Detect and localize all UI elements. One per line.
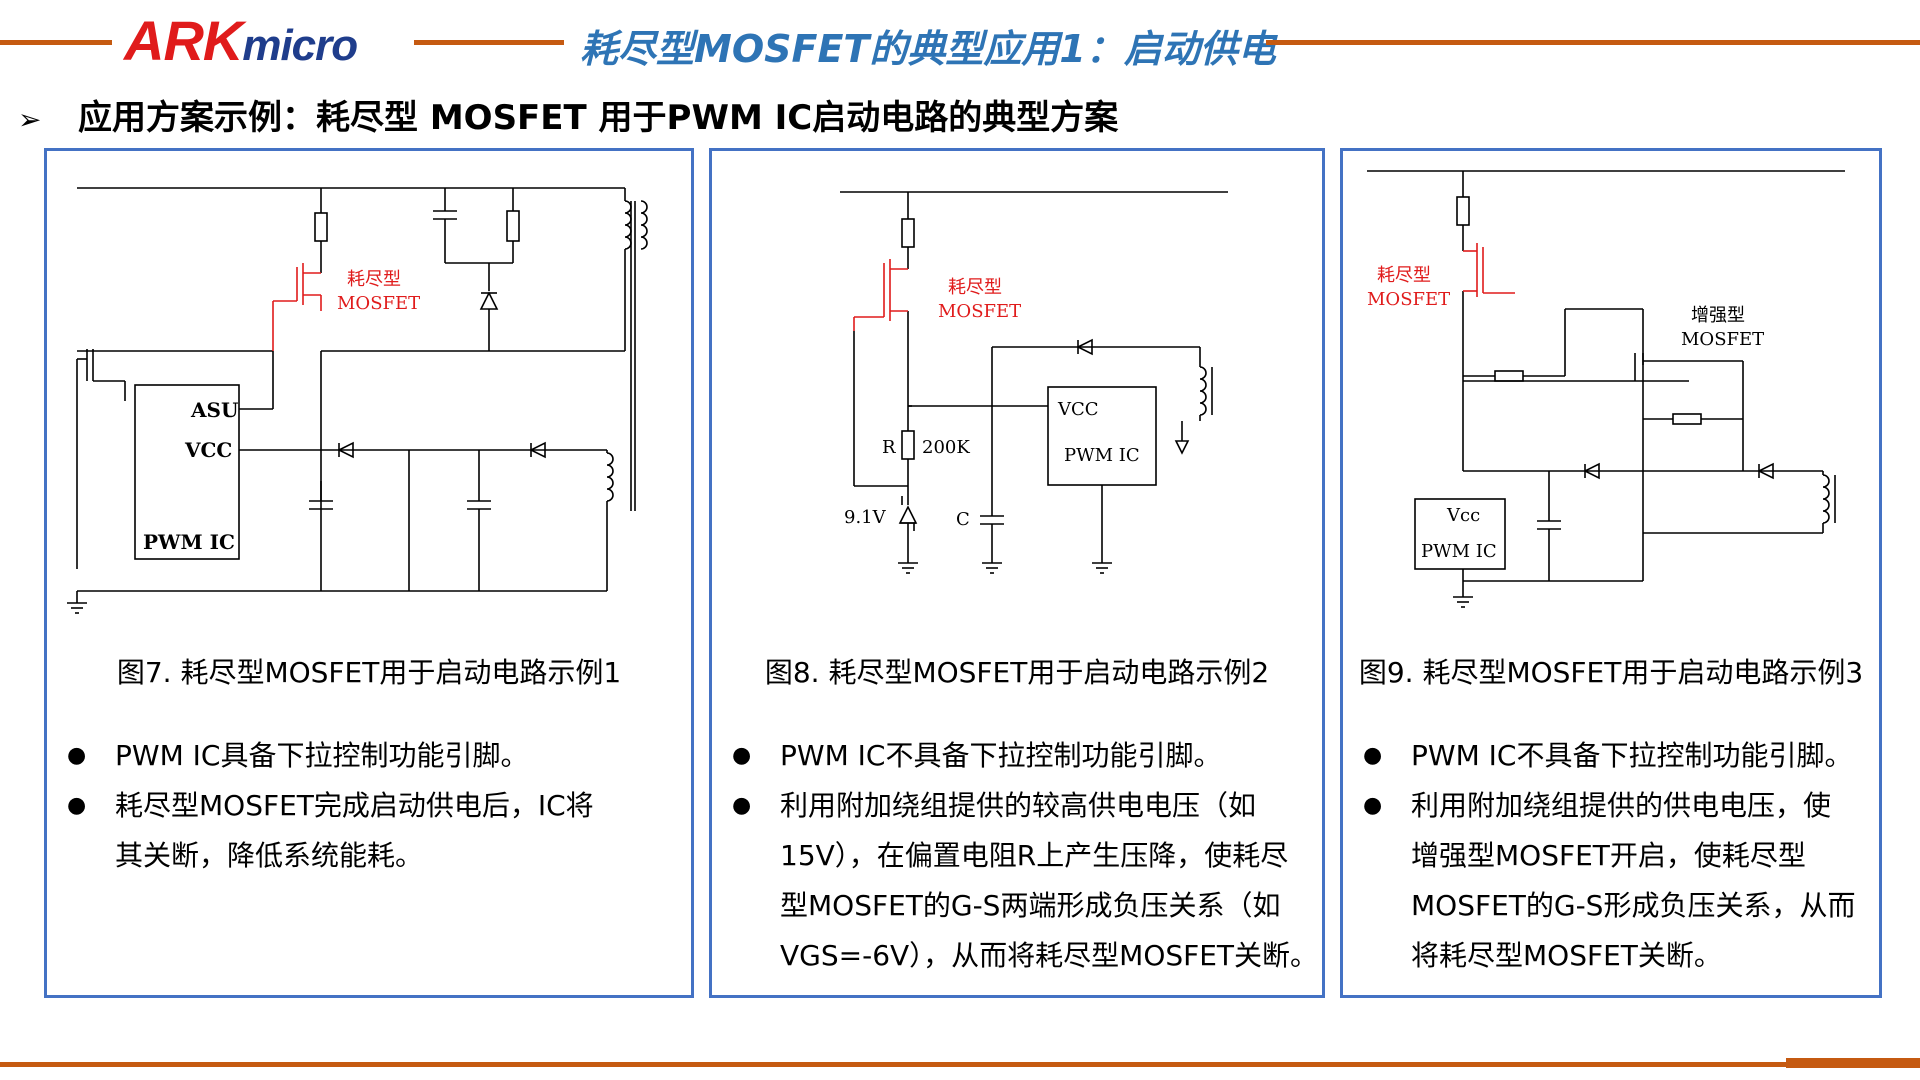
panel-example-3: 耗尽型 MOSFET 增强型 MOSFET Vcc PWM IC 图9. 耗尽型… (1340, 148, 1882, 998)
zener-voltage-label: 9.1V (844, 507, 887, 528)
resistor-r-label: R (882, 437, 896, 458)
enhancement-mosfet-label-b: MOSFET (1681, 329, 1764, 350)
bullet-list-2: ●PWM IC不具备下拉控制功能引脚。 ●利用附加绕组提供的较高供电电压（如 1… (732, 731, 1318, 981)
resistor-value-label: 200K (922, 437, 970, 458)
figure-caption-2: 图8. 耗尽型MOSFET用于启动电路示例2 (764, 656, 1270, 689)
section-heading: ➢ 应用方案示例：耗尽型 MOSFET 用于PWM IC启动电路的典型方案 (18, 90, 1118, 139)
pwm-ic-label-1: PWM IC (143, 530, 235, 554)
list-item: ●利用附加绕组提供的供电电压，使 增强型MOSFET开启，使耗尽型 MOSFET… (1363, 789, 1856, 972)
asu-label: ASU (190, 398, 238, 422)
capacitor-c-label: C (956, 509, 970, 530)
header-line-mid (414, 40, 564, 45)
panel-example-1: 耗尽型 MOSFET ASU VCC PWM IC 图7. 耗尽型MOSFET用… (44, 148, 694, 998)
circuit-diagram-2: 耗尽型 MOSFET R 200K 9.1V C VCC PWM IC (840, 191, 1228, 574)
section-heading-text: 应用方案示例：耗尽型 MOSFET 用于PWM IC启动电路的典型方案 (78, 98, 1119, 138)
pwm-ic-label-2: PWM IC (1064, 445, 1140, 466)
vcc-label-3: Vcc (1446, 505, 1480, 526)
mosfet-label-2a: 耗尽型 (948, 277, 1002, 298)
list-item: ●PWM IC不具备下拉控制功能引脚。 (1363, 739, 1853, 772)
header-line-left (0, 40, 112, 45)
circuit-diagram-1: 耗尽型 MOSFET ASU VCC PWM IC (67, 187, 648, 614)
mosfet-label-3b: MOSFET (1367, 289, 1450, 310)
vcc-label-1: VCC (184, 438, 232, 462)
pwm-ic-label-3: PWM IC (1421, 541, 1497, 562)
bullet-list-3: ●PWM IC不具备下拉控制功能引脚。 ●利用附加绕组提供的供电电压，使 增强型… (1363, 731, 1855, 981)
figure-caption-3: 图9. 耗尽型MOSFET用于启动电路示例3 (1358, 656, 1864, 689)
list-item: ●利用附加绕组提供的较高供电电压（如 15V），在偏置电阻R上产生压降，使耗尽 … (732, 789, 1319, 972)
panel-example-2: 耗尽型 MOSFET R 200K 9.1V C VCC PWM IC 图8. … (709, 148, 1325, 998)
vcc-label-2: VCC (1057, 399, 1099, 420)
ark-micro-logo: ARKmicro (124, 9, 358, 72)
list-item: ●PWM IC不具备下拉控制功能引脚。 (732, 739, 1222, 772)
mosfet-label-1a: 耗尽型 (347, 269, 401, 290)
circuit-diagram-3: 耗尽型 MOSFET 增强型 MOSFET Vcc PWM IC (1367, 170, 1845, 608)
enhancement-mosfet-label-a: 增强型 (1691, 305, 1745, 326)
list-item: ●耗尽型MOSFET完成启动供电后，IC将 其关断，降低系统能耗。 (67, 789, 594, 872)
mosfet-label-1b: MOSFET (337, 293, 420, 314)
list-item: ●PWM IC具备下拉控制功能引脚。 (67, 739, 529, 772)
header-line-right (1266, 40, 1920, 45)
page-title: 耗尽型MOSFET的典型应用1：启动供电 (580, 27, 1276, 71)
figure-caption-1: 图7. 耗尽型MOSFET用于启动电路示例1 (116, 656, 622, 689)
arrow-bullet-icon: ➢ (18, 103, 42, 136)
mosfet-label-3a: 耗尽型 (1377, 265, 1431, 286)
footer-accent (1786, 1058, 1920, 1068)
bullet-list-1: ●PWM IC具备下拉控制功能引脚。 ●耗尽型MOSFET完成启动供电后，IC将… (67, 731, 594, 881)
footer-line (0, 1062, 1920, 1067)
mosfet-label-2b: MOSFET (938, 301, 1021, 322)
